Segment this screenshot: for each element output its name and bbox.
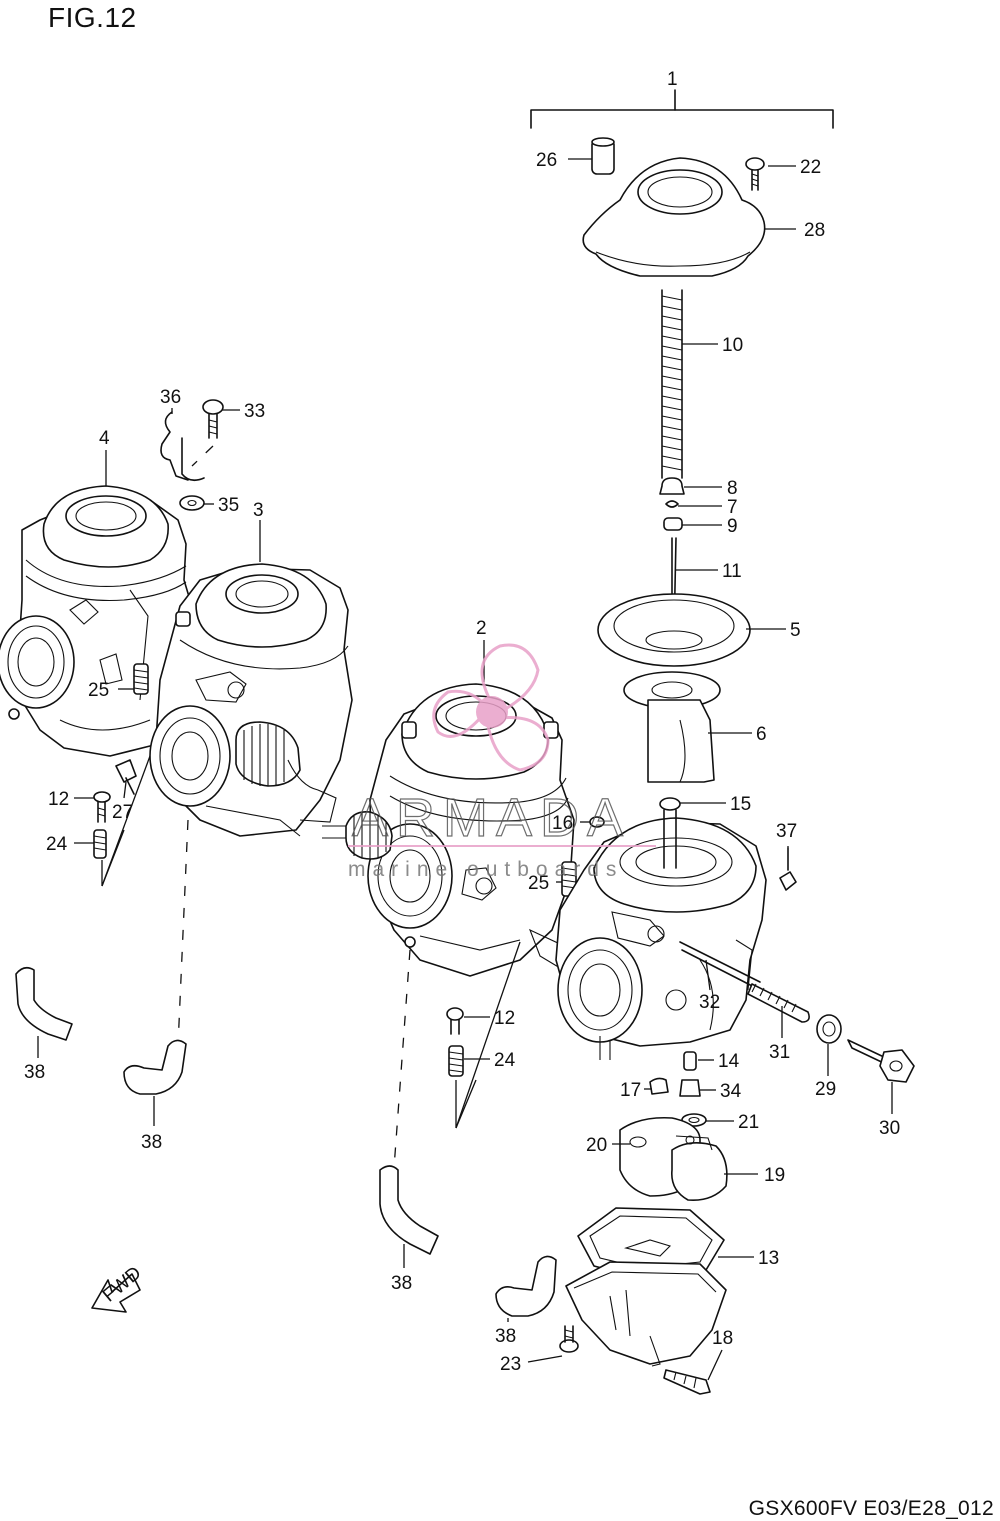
callout-31: 31	[769, 1042, 790, 1063]
watermark-brand: ARMADA	[352, 788, 631, 848]
callout-38-c: 38	[391, 1273, 412, 1294]
callout-4: 4	[99, 428, 110, 449]
callout-20: 20	[586, 1135, 607, 1156]
callout-25-left: 25	[88, 680, 109, 701]
callout-35: 35	[218, 495, 239, 516]
callout-8: 8	[727, 478, 738, 499]
part-23	[559, 1325, 579, 1353]
callout-37: 37	[776, 821, 797, 842]
callout-38-a: 38	[24, 1062, 45, 1083]
callout-1: 1	[667, 69, 678, 90]
callout-13: 13	[758, 1248, 779, 1269]
callout-28: 28	[804, 220, 825, 241]
callout-14: 14	[718, 1051, 740, 1072]
watermark-tagline: marine outboards	[348, 858, 623, 881]
callout-38-d: 38	[495, 1326, 516, 1347]
callout-23: 23	[500, 1354, 521, 1375]
callout-7: 7	[727, 497, 738, 518]
propeller-icon	[432, 643, 550, 772]
callout-9: 9	[727, 516, 738, 537]
callout-11: 11	[722, 561, 742, 582]
float-small-parts	[649, 1051, 707, 1127]
callout-3: 3	[253, 500, 264, 521]
callout-labels: 1 2 3 4 5 6 7 8 9 10 11 12 12 13 14 15 1…	[24, 69, 900, 1375]
watermark-logo: ARMADA marine outboards	[348, 643, 656, 881]
callout-34: 34	[720, 1081, 742, 1102]
figure-title: FIG.12	[48, 2, 137, 33]
callout-2: 2	[476, 618, 487, 639]
callout-12-center: 12	[494, 1008, 515, 1029]
part-37	[779, 847, 797, 891]
carburetor-right	[555, 797, 767, 1060]
callout-36: 36	[160, 387, 181, 408]
callout-21: 21	[738, 1112, 759, 1133]
callout-32: 32	[699, 992, 720, 1013]
leader-lines	[37, 158, 893, 1381]
callout-33: 33	[244, 401, 265, 422]
callout-6: 6	[756, 724, 767, 745]
left-fasteners	[93, 755, 151, 887]
callout-27: 27	[112, 802, 133, 823]
callout-24-center: 24	[494, 1050, 516, 1071]
float-bowl	[565, 1261, 727, 1395]
callout-38-b: 38	[141, 1132, 162, 1153]
callout-29: 29	[815, 1079, 836, 1100]
callout-15: 15	[730, 794, 751, 815]
callout-18: 18	[712, 1328, 733, 1349]
callout-16: 16	[552, 813, 573, 834]
clip-screw-washer	[160, 399, 224, 511]
callout-25-center: 25	[528, 873, 549, 894]
throttle-stop-assembly	[679, 941, 915, 1083]
callout-30: 30	[879, 1118, 900, 1139]
callout-10: 10	[722, 335, 743, 356]
callout-17: 17	[620, 1080, 641, 1101]
carburetor-4	[0, 485, 197, 757]
center-fasteners	[446, 941, 521, 1129]
top-cover-group	[530, 89, 834, 783]
callout-26: 26	[536, 150, 557, 171]
carburetor-3	[149, 563, 353, 837]
linkage-boot	[322, 810, 393, 860]
callout-22: 22	[800, 157, 821, 178]
callout-12-left: 12	[48, 789, 69, 810]
fwd-arrow-icon: FWD	[91, 1263, 146, 1313]
figure-code: GSX600FV E03/E28_012	[748, 1497, 994, 1520]
hoses-38	[15, 819, 557, 1317]
callout-19: 19	[764, 1165, 785, 1186]
callout-5: 5	[790, 620, 801, 641]
float-assembly	[619, 1116, 728, 1202]
callout-24-left: 24	[46, 834, 68, 855]
